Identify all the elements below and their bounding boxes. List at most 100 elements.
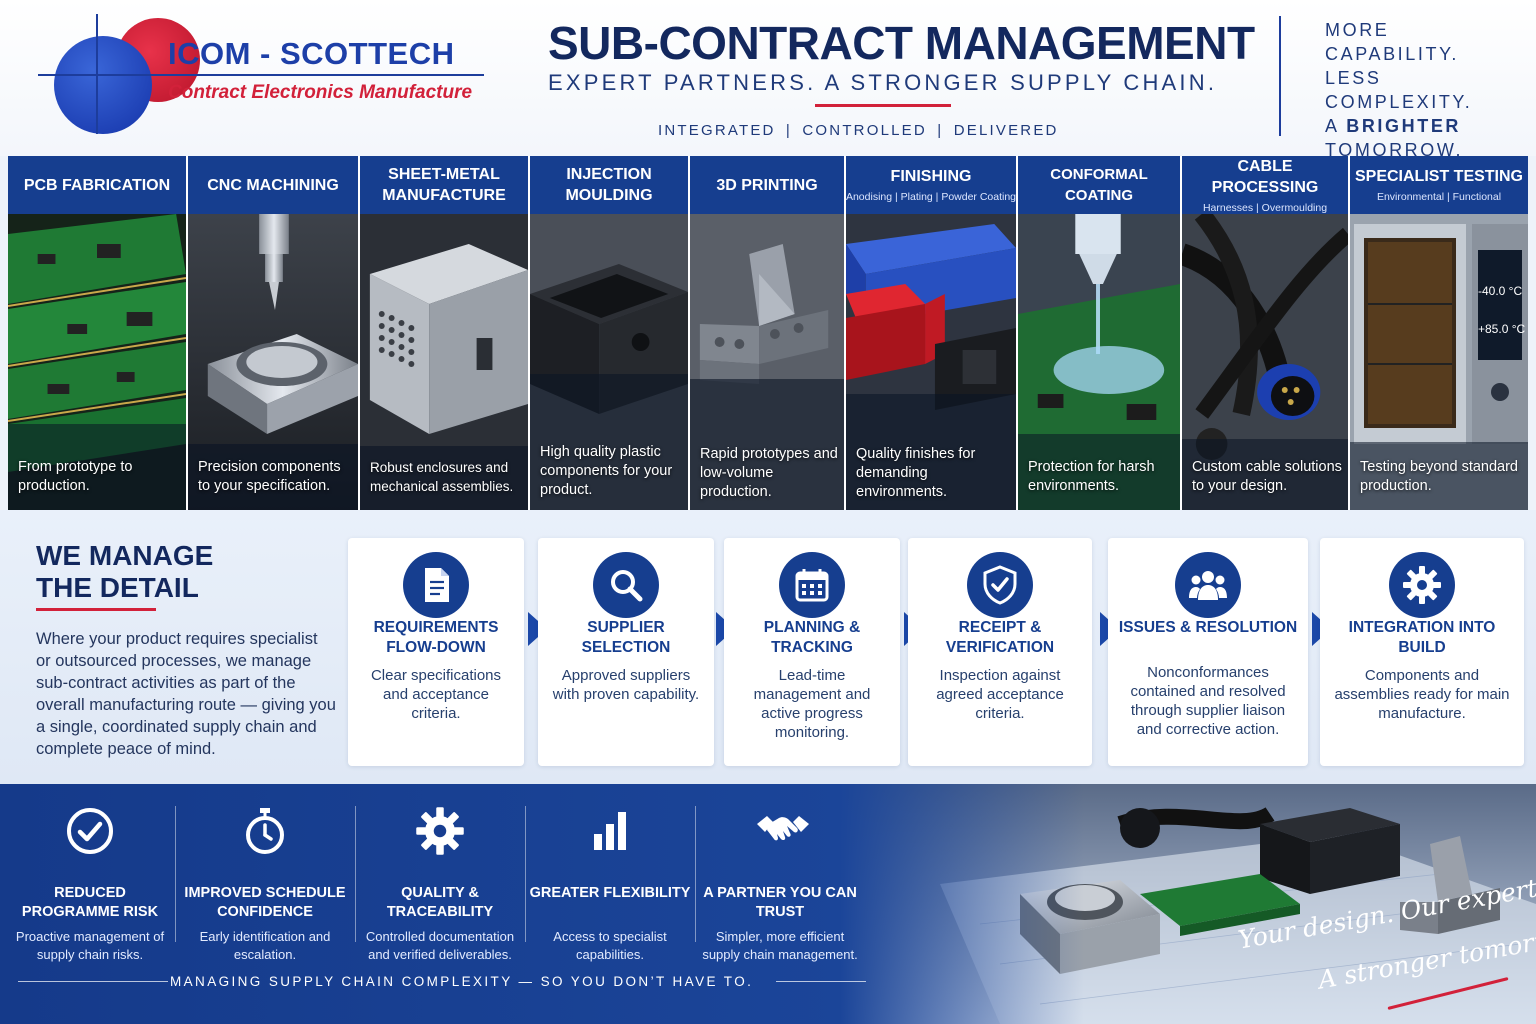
service-subtitle: Harnesses | Overmoulding	[1202, 201, 1328, 214]
service-subtitle: Environmental | Functional	[1376, 191, 1502, 203]
sheet-metal-image	[360, 214, 528, 510]
chamber-low-temp: -40.0 °C	[1478, 284, 1523, 298]
benefit-description: Simpler, more efficient supply chain man…	[702, 929, 858, 962]
benefit-divider	[525, 806, 526, 942]
step-card-receipt[interactable]: RECEIPT & VERIFICATION Inspection agains…	[908, 538, 1092, 766]
shield-check-icon	[967, 552, 1033, 618]
service-card-cnc-machining[interactable]: CNC MACHINING Precision components to yo…	[188, 156, 360, 510]
service-description: Robust enclosures and mechanical assembl…	[370, 460, 514, 494]
logo-crosshair-horizontal	[38, 74, 484, 76]
benefit-divider	[695, 806, 696, 942]
motto-line: A BRIGHTER	[1325, 114, 1536, 138]
service-title: CONFORMAL COATING	[1050, 166, 1148, 204]
step-description: Clear specifications and acceptance crit…	[370, 667, 502, 722]
benefit-flexibility: GREATER FLEXIBILITY Access to specialist…	[528, 806, 692, 962]
footer-tagline: MANAGING SUPPLY CHAIN COMPLEXITY — SO YO…	[170, 974, 754, 989]
benefit-title: GREATER FLEXIBILITY	[529, 885, 691, 901]
service-card-finishing[interactable]: FINISHING Anodising | Plating | Powder C…	[846, 156, 1018, 510]
service-card-sheet-metal[interactable]: SHEET-METAL MANUFACTURE Robust enclosure…	[360, 156, 530, 510]
tagline: INTEGRATED | CONTROLLED | DELIVERED	[658, 122, 1059, 139]
benefit-divider	[355, 806, 356, 942]
service-title: 3D PRINTING	[716, 176, 818, 194]
step-description: Lead-time management and active progress…	[753, 667, 871, 741]
magnifier-icon	[593, 552, 659, 618]
service-description: Custom cable solutions to your design.	[1192, 459, 1342, 494]
service-header: 3D PRINTING	[690, 156, 844, 214]
service-title: CABLE PROCESSING	[1211, 157, 1319, 196]
motto-line: TOMORROW.	[1325, 140, 1464, 160]
benefit-description: Access to specialist capabilities.	[553, 929, 667, 962]
service-header: CNC MACHINING	[188, 156, 358, 214]
benefit-title: A PARTNER YOU CAN TRUST	[703, 885, 857, 920]
manage-underline	[36, 608, 156, 611]
service-description: From prototype to production.	[18, 459, 133, 494]
service-header: FINISHING Anodising | Plating | Powder C…	[846, 156, 1016, 214]
manage-description: Where your product requires specialist o…	[36, 630, 336, 758]
motto-line: MORE	[1325, 20, 1390, 40]
benefit-divider	[175, 806, 176, 942]
manage-section: WE MANAGE THE DETAIL Where your product …	[0, 510, 1536, 784]
service-header: PCB FABRICATION	[8, 156, 186, 214]
step-description: Approved suppliers with proven capabilit…	[552, 667, 700, 703]
benefit-description: Early identification and escalation.	[199, 929, 331, 962]
service-card-conformal-coating[interactable]: CONFORMAL COATING Protection for harsh e…	[1018, 156, 1182, 510]
step-card-planning[interactable]: PLANNING & TRACKING Lead-time management…	[724, 538, 900, 766]
benefit-title: IMPROVED SCHEDULE CONFIDENCE	[184, 885, 346, 920]
service-header: CABLE PROCESSING Harnesses | Overmouldin…	[1182, 156, 1348, 214]
service-card-cable-processing[interactable]: CABLE PROCESSING Harnesses | Overmouldin…	[1182, 156, 1350, 510]
benefits-section: REDUCED PROGRAMME RISK Proactive managem…	[0, 784, 1536, 1024]
service-header: SHEET-METAL MANUFACTURE	[360, 156, 528, 214]
service-card-specialist-testing[interactable]: SPECIALIST TESTING Environmental | Funct…	[1350, 156, 1528, 510]
service-header: SPECIALIST TESTING Environmental | Funct…	[1350, 156, 1528, 214]
service-title: PCB FABRICATION	[23, 176, 171, 194]
step-card-integration[interactable]: INTEGRATION INTO BUILD Components and as…	[1320, 538, 1524, 766]
footer-rule-right	[776, 981, 866, 982]
motto-line: CAPABILITY.	[1325, 44, 1459, 64]
page-subtitle: EXPERT PARTNERS. A STRONGER SUPPLY CHAIN…	[548, 70, 1218, 95]
team-icon	[1175, 552, 1241, 618]
check-circle-icon	[65, 806, 115, 856]
service-card-injection-moulding[interactable]: INJECTION MOULDING High quality plastic …	[530, 156, 690, 510]
gear-icon	[1389, 552, 1455, 618]
step-title: REQUIREMENTS FLOW-DOWN	[373, 619, 499, 656]
step-title: INTEGRATION INTO BUILD	[1348, 619, 1496, 656]
service-title: CNC MACHINING	[207, 176, 339, 194]
3d-printing-image	[690, 214, 844, 510]
service-title: SPECIALIST TESTING	[1354, 168, 1523, 185]
step-title: PLANNING & TRACKING	[763, 619, 861, 656]
service-card-3d-printing[interactable]: 3D PRINTING Rapid prototypes and low-vol…	[690, 156, 846, 510]
step-card-issues[interactable]: ISSUES & RESOLUTION Nonconformances cont…	[1108, 538, 1308, 766]
benefit-quality: QUALITY & TRACEABILITY Controlled docume…	[358, 806, 522, 962]
pcb-image	[8, 214, 186, 510]
logo-tagline: Contract Electronics Manufacture	[168, 82, 473, 103]
company-logo[interactable]: ICOM - SCOTTECH Contract Electronics Man…	[38, 14, 488, 134]
step-card-supplier-selection[interactable]: SUPPLIER SELECTION Approved suppliers wi…	[538, 538, 714, 766]
step-card-requirements[interactable]: REQUIREMENTS FLOW-DOWN Clear specificati…	[348, 538, 524, 766]
header-divider	[1279, 16, 1281, 136]
service-description: Rapid prototypes and low-volume producti…	[700, 446, 838, 500]
service-description: Quality finishes for demanding environme…	[856, 446, 976, 500]
service-title: SHEET-METAL MANUFACTURE	[382, 166, 506, 204]
manage-heading: WE MANAGE THE DETAIL	[36, 540, 213, 604]
cnc-image	[188, 214, 358, 510]
services-strip: PCB FABRICATION	[8, 156, 1528, 510]
components-photo	[840, 784, 1536, 1024]
document-icon	[403, 552, 469, 618]
service-header: CONFORMAL COATING	[1018, 156, 1180, 214]
footer-rule-left	[18, 981, 168, 982]
service-title: INJECTION MOULDING	[565, 166, 653, 204]
step-description: Inspection against agreed acceptance cri…	[936, 667, 1064, 722]
benefit-schedule: IMPROVED SCHEDULE CONFIDENCE Early ident…	[178, 806, 352, 962]
service-header: INJECTION MOULDING	[530, 156, 688, 214]
page-title: SUB-CONTRACT MANAGEMENT	[548, 17, 1255, 69]
service-description: Precision components to your specificati…	[198, 459, 341, 494]
manage-heading-line: WE MANAGE	[36, 540, 214, 571]
finishing-image	[846, 214, 1016, 510]
step-title: ISSUES & RESOLUTION	[1118, 619, 1298, 636]
benefit-description: Proactive management of supply chain ris…	[15, 929, 165, 962]
service-card-pcb-fabrication[interactable]: PCB FABRICATION	[8, 156, 188, 510]
motto-bold-word: BRIGHTER	[1346, 116, 1462, 136]
service-description: Testing beyond standard production.	[1360, 459, 1518, 494]
motto-line: LESS COMPLEXITY.	[1325, 68, 1473, 112]
manage-heading-line: THE DETAIL	[36, 572, 199, 603]
